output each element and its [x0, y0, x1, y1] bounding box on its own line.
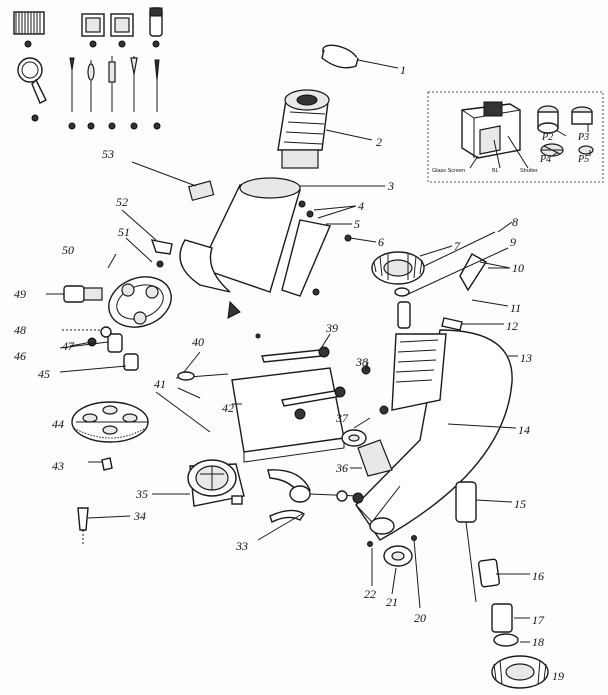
part-label: 8 — [512, 215, 518, 229]
part-label: 41 — [154, 377, 166, 391]
washer-37 — [341, 429, 367, 447]
clamp-screw-34 — [77, 507, 89, 546]
part-label: 18 — [532, 635, 544, 649]
inset-label-p3: P3 — [577, 132, 589, 143]
part-label: 35 — [135, 487, 148, 501]
part-label: 38 — [355, 355, 368, 369]
part-label: 37 — [335, 411, 349, 425]
part-label: 34 — [133, 509, 146, 523]
accessory-group — [13, 7, 163, 130]
slide-box-icon — [81, 13, 134, 48]
stage-clips — [261, 346, 346, 407]
inset-label-shutter: Shutter — [520, 168, 538, 174]
spindle-parts — [455, 481, 549, 689]
focus-knob-upper — [371, 251, 425, 297]
magnifier-icon — [17, 57, 47, 122]
part-label: 6 — [378, 235, 384, 249]
part-label: 16 — [532, 569, 544, 583]
lamp-housing — [187, 459, 245, 507]
part-label: 9 — [510, 235, 516, 249]
part-label: 21 — [386, 595, 398, 609]
part-label: 14 — [518, 423, 530, 437]
part-label: 10 — [512, 261, 524, 275]
inset-label-glass-screen: Glass Screen — [432, 168, 465, 174]
part-label: 43 — [52, 459, 64, 473]
washer-21 — [383, 545, 413, 567]
rack-bits — [397, 231, 496, 331]
small-fastener-43 — [101, 457, 113, 471]
adapter-p5-icon — [578, 145, 594, 155]
inset-label-p2: P2 — [541, 132, 553, 143]
part-label: 4 — [358, 199, 364, 213]
part-label: 36 — [335, 461, 348, 475]
part-label: 47 — [62, 339, 75, 353]
part-label: 17 — [532, 613, 545, 627]
nosepiece — [108, 276, 172, 328]
eyepiece — [277, 89, 330, 169]
mirror-lever-40 — [175, 371, 229, 381]
part-label: 46 — [14, 349, 26, 363]
part-label: 42 — [222, 401, 234, 415]
part-label: 45 — [38, 367, 50, 381]
part-label: 2 — [376, 135, 382, 149]
part-label: 13 — [520, 351, 532, 365]
leader-lines — [46, 59, 530, 643]
part-label: 40 — [192, 335, 204, 349]
mirror-bracket — [267, 469, 364, 523]
part-label: 50 — [62, 243, 74, 257]
part-label: 3 — [387, 179, 394, 193]
adapter-p3-icon — [571, 106, 593, 125]
part-label: 12 — [506, 319, 518, 333]
screen-box-icon — [461, 101, 521, 159]
part-label: 19 — [552, 669, 564, 683]
small-screws — [255, 200, 352, 339]
part-label: 5 — [354, 217, 360, 231]
stage — [231, 367, 345, 463]
part-label: 49 — [14, 287, 26, 301]
part-label: 20 — [414, 611, 426, 625]
objective-lenses — [63, 285, 139, 371]
inset-accessories: Glass Screen BL Shutter P2 P3 P4 P5 — [427, 91, 604, 183]
part-label: 11 — [510, 301, 521, 315]
part-label: 7 — [454, 239, 461, 253]
part-label: 52 — [116, 195, 128, 209]
part-label: 48 — [14, 323, 26, 337]
part-label: 53 — [102, 147, 114, 161]
prism-plate — [281, 219, 331, 297]
adapter-p2-icon — [537, 105, 559, 134]
dissecting-tools-icon — [68, 56, 161, 130]
brush-icon — [13, 11, 45, 48]
part-label: 15 — [514, 497, 526, 511]
inset-label-p4: P4 — [539, 154, 551, 165]
part-number-labels: 1 2 3 4 5 6 7 8 9 10 11 12 13 14 15 16 1… — [14, 63, 564, 683]
body-tube — [179, 177, 301, 293]
part-label: 33 — [235, 539, 248, 553]
part-label: 22 — [364, 587, 376, 601]
arm-body — [355, 329, 513, 541]
inset-label-p5: P5 — [577, 154, 589, 165]
part-label: 1 — [400, 63, 406, 77]
inset-label-bl: BL — [492, 168, 499, 174]
clip-parts — [150, 239, 173, 268]
vial-icon — [149, 7, 163, 48]
part-label: 44 — [52, 417, 64, 431]
part-label: 39 — [325, 321, 338, 335]
part-label: 51 — [118, 225, 130, 239]
eyepiece-cap — [321, 44, 359, 69]
